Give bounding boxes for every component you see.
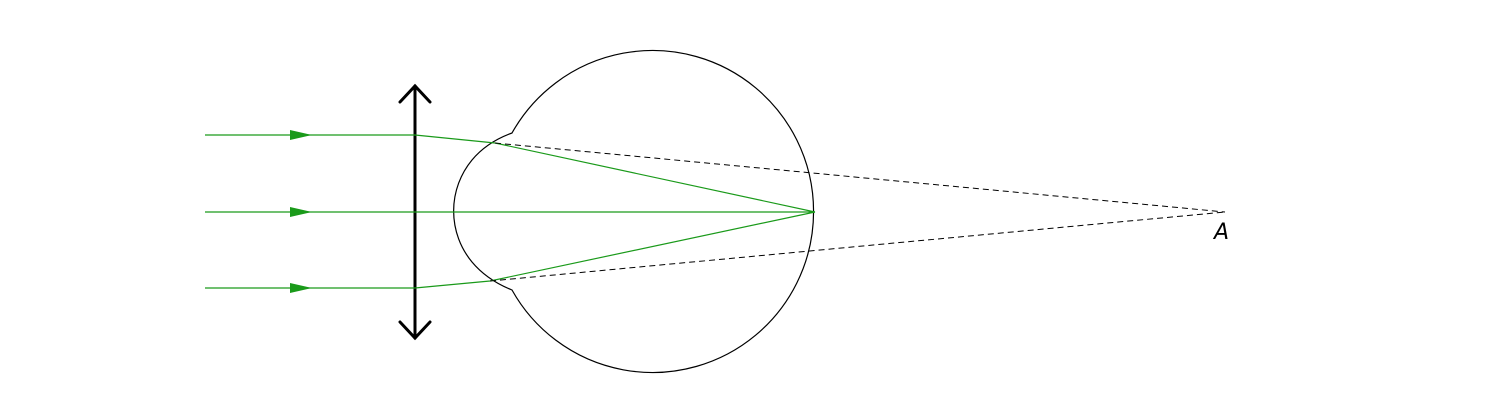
dashed-extensions: [489, 142, 1226, 282]
dashed-top-extension: [494, 142, 1226, 213]
ray-bottom-refracted: [414, 211, 816, 289]
point-a-label: A: [1212, 220, 1229, 245]
eyeball-outline: [453, 49, 815, 374]
ray-top-arrow-icon: [290, 130, 312, 140]
lens-bottom-arrowhead: [398, 320, 432, 341]
lens-top-arrowhead: [398, 83, 432, 104]
ray-bottom-arrow-icon: [290, 283, 312, 293]
ray-middle-arrow-icon: [290, 207, 312, 217]
ray-top-refracted: [414, 134, 816, 213]
dashed-bottom-extension: [489, 211, 1226, 282]
incident-rays: [205, 130, 415, 293]
